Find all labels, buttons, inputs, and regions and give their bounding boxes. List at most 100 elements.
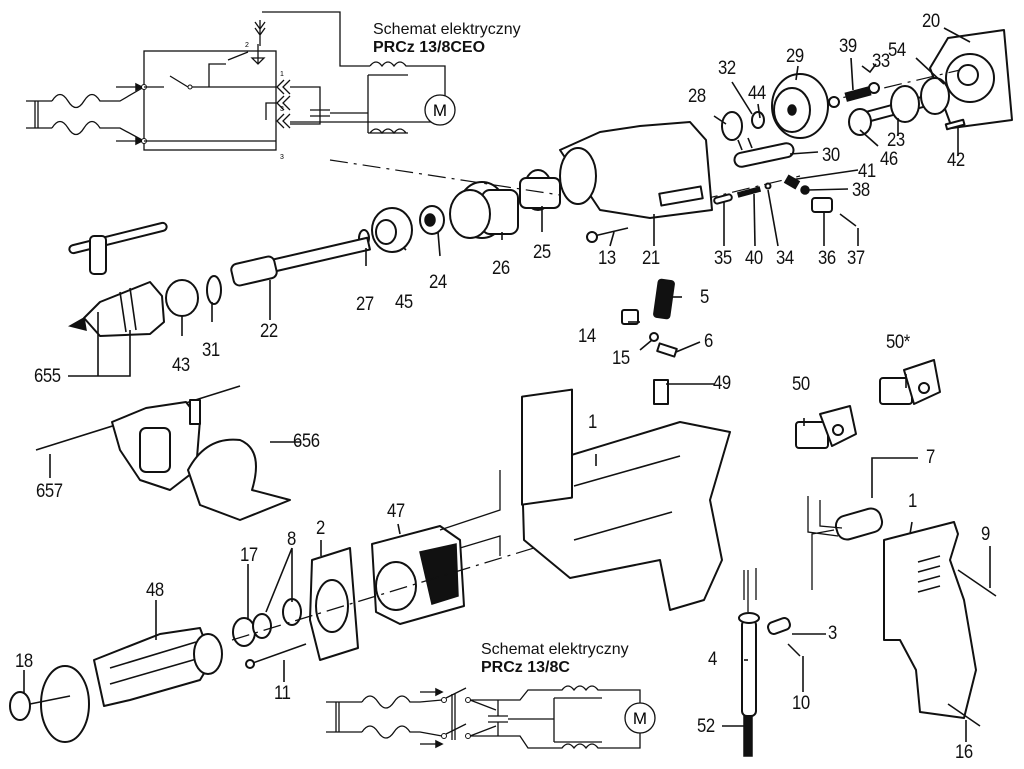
part-label: 656 [293,431,320,452]
terminal-label: 1 [280,71,284,78]
part-label: 16 [955,742,973,763]
part-label: 37 [847,248,865,269]
part-label: 18 [15,651,33,672]
part-label: 9 [981,524,990,545]
schematic-title-1: Schemat elektryczny PRCz 13/8CEO [373,21,521,57]
plate-36 [811,197,833,213]
gear-29 [771,73,829,139]
clip-14 [621,309,639,325]
part-label: 17 [240,545,258,566]
part-label: 45 [395,292,413,313]
part-label: 28 [688,86,706,107]
spindle-22 [230,236,371,287]
part-label: 50 [792,374,810,395]
nut-24 [419,205,445,235]
part-label: 35 [714,248,732,269]
part-label: 657 [36,481,63,502]
cable-sleeve-4 [738,568,760,757]
pin-35 [713,193,733,205]
part-label: 3 [828,623,837,644]
schematic-prcz-13-8ceo [26,11,456,151]
part-label: 5 [700,287,709,308]
washer-8a [252,613,272,639]
disc-43 [165,279,199,317]
armature-48 [29,627,223,743]
part-label: 49 [713,373,731,394]
part-label: 655 [34,366,61,387]
motor-housing-1 [521,388,731,611]
part-label: 44 [748,83,766,104]
handle-half-1 [883,521,977,719]
bearing-28 [721,111,743,141]
part-label: 52 [697,716,715,737]
part-label: 26 [492,258,510,279]
part-label: 54 [888,40,906,61]
spring-6 [656,342,678,358]
part-label: 10 [792,693,810,714]
schematic-heading: Schemat elektryczny [373,21,521,38]
switch-50-alt [879,359,941,405]
pin-42 [944,118,966,131]
part-label: 1 [588,412,597,433]
part-label: 1 [908,491,917,512]
part-label: 13 [598,248,616,269]
shaft-23 [863,77,950,123]
part-label: 50* [886,332,910,353]
cable-clamp-3 [767,617,791,635]
part-label: 42 [947,150,965,171]
part-label: 47 [387,501,405,522]
terminal-label: 3 [280,106,284,113]
screw-15 [649,332,659,342]
bearing-17 [232,617,256,647]
lever-30 [733,137,795,168]
spring-39 [844,86,872,102]
schematic-prcz-13-8c [326,685,656,750]
part-label: 6 [704,331,713,352]
chuck-key [68,221,168,275]
screw-10 [787,643,801,657]
part-label: 32 [718,58,736,79]
part-label: 23 [887,130,905,151]
terminal-label: 3 [280,154,284,161]
part-label: 14 [578,326,596,347]
ball-38 [800,185,810,195]
bolt-11 [249,643,307,665]
part-label: 31 [202,340,220,361]
part-label: 8 [287,529,296,550]
bolt-13 [586,227,629,243]
motor-symbol-1: M [433,101,447,120]
part-label: 21 [642,248,660,269]
part-label: 27 [356,294,374,315]
auxiliary-handle-656 [35,385,291,521]
washer-32 [751,111,765,129]
part-label: 33 [872,51,890,72]
part-label: 11 [274,683,291,704]
part-label: 38 [852,180,870,201]
brush-holder-5 [653,278,675,320]
spring-40 [736,186,762,198]
part-label: 2 [316,518,325,539]
terminal-label: 2 [245,42,249,49]
part-label: 22 [260,321,278,342]
part-label: 40 [745,248,763,269]
bearing-18 [9,691,31,721]
gear-housing-cover [929,29,1013,129]
ball-34 [764,182,772,190]
part-label: 24 [429,272,447,293]
drill-chuck-655 [68,281,165,337]
ring-31 [206,275,222,305]
gear-housing-21 [559,121,713,219]
carbon-brush-49 [653,379,669,405]
motor-symbol-2: M [633,709,647,728]
spindle-sleeve-25 [519,169,561,211]
schematic-title-2: Schemat elektryczny PRCz 13/8C [481,641,629,677]
switch-50 [795,405,857,449]
capacitor-7 [807,496,884,590]
part-label: 7 [926,447,935,468]
housing-26 [449,181,519,239]
leader-lines [23,27,991,742]
part-label: 41 [858,161,876,182]
bearing-46 [848,108,872,136]
part-label: 20 [922,11,940,32]
